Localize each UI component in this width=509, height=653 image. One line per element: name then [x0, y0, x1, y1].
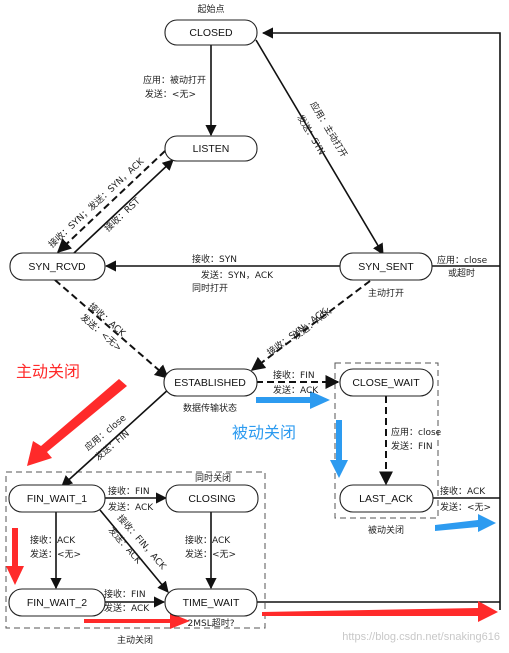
state-syn-sent-label: SYN_SENT — [358, 261, 414, 273]
state-listen: LISTEN — [164, 135, 258, 162]
state-close-wait-label: CLOSE_WAIT — [352, 377, 420, 389]
edge-closed-synsent — [255, 39, 384, 255]
state-syn-rcvd-label: SYN_RCVD — [28, 261, 86, 273]
label-closed-listen-2: 发送：<无> — [145, 88, 196, 100]
label-closewait-lastack-2: 发送：FIN — [391, 440, 433, 452]
highlight-passive-close: 被动关闭 — [232, 423, 296, 442]
label-finwait1-finwait2-2: 发送：<无> — [30, 548, 81, 560]
label-synsent-synrcvd-3: 同时打开 — [192, 282, 228, 294]
label-synrcvd-listen: 接收：RST — [102, 195, 143, 234]
state-close-wait: CLOSE_WAIT — [339, 368, 434, 397]
label-synsent-synrcvd-2: 发送：SYN，ACK — [201, 269, 274, 281]
label-synsent-synrcvd-1: 接收：SYN — [192, 253, 237, 265]
caption-simultaneous-close: 同时关闭 — [195, 472, 231, 484]
label-finwait2-timewait-1: 接收：FIN — [104, 588, 146, 600]
label-closewait-lastack-1: 应用：close — [391, 426, 442, 438]
edge-established-finwait1 — [61, 387, 171, 487]
edge-synsent-established — [250, 280, 371, 371]
state-syn-rcvd: SYN_RCVD — [9, 252, 106, 281]
label-closing-timewait-1: 接收：ACK — [185, 534, 231, 546]
label-finwait2-timewait-2: 发送：ACK — [104, 602, 150, 614]
caption-active-open: 主动打开 — [368, 287, 404, 299]
state-closed-label: CLOSED — [189, 27, 233, 39]
state-fin-wait-1: FIN_WAIT_1 — [8, 484, 106, 513]
label-closed-listen-1: 应用：被动打开 — [143, 74, 206, 86]
state-established: ESTABLISHED — [163, 368, 258, 397]
blue-arrow-closewait-lastack — [330, 420, 348, 478]
caption-data-transfer: 数据传输状态 — [183, 402, 237, 414]
state-listen-label: LISTEN — [193, 143, 230, 155]
state-fin-wait-2: FIN_WAIT_2 — [8, 588, 106, 617]
highlight-active-close: 主动关闭 — [16, 362, 80, 381]
state-last-ack: LAST_ACK — [339, 484, 434, 513]
state-closing: CLOSING — [165, 484, 259, 513]
caption-msl-timeout: 2MSL超时? — [188, 617, 235, 629]
label-closing-timewait-2: 发送：<无> — [185, 548, 236, 560]
edge-finwait1-timewait — [99, 509, 169, 593]
caption-start-point: 起始点 — [197, 3, 224, 15]
blue-highlight-arrows — [256, 391, 496, 532]
red-arrow-active-close — [27, 379, 127, 466]
blue-arrow-closewait — [256, 391, 330, 409]
label-finwait1-finwait2-1: 接收：ACK — [30, 534, 76, 546]
label-lastack-closed-1: 接收：ACK — [440, 485, 486, 497]
edge-synrcvd-established — [54, 279, 170, 379]
state-closed: CLOSED — [164, 19, 258, 46]
red-highlight-arrows — [6, 379, 498, 629]
red-arrow-finwait1-finwait2 — [6, 528, 24, 585]
label-est-closewait-1: 接收：FIN — [273, 369, 315, 381]
edge-synrcvd-listen — [73, 159, 174, 254]
blue-arrow-lastack — [435, 514, 496, 532]
state-fin-wait-2-label: FIN_WAIT_2 — [27, 597, 87, 609]
label-finwait1-closing-2: 发送：ACK — [108, 501, 154, 513]
state-last-ack-label: LAST_ACK — [359, 493, 413, 505]
watermark: https://blog.csdn.net/snaking616 — [342, 631, 500, 643]
state-syn-sent: SYN_SENT — [339, 252, 433, 281]
state-established-label: ESTABLISHED — [174, 377, 246, 389]
caption-passive-close: 被动关闭 — [368, 524, 404, 536]
label-synsent-closed-1: 应用：close — [437, 254, 488, 266]
label-synsent-est-2: 发送：ACK — [291, 305, 335, 342]
label-synsent-closed-2: 或超时 — [448, 267, 475, 279]
edge-return-closed — [261, 27, 501, 610]
passive-close-group-box — [334, 362, 439, 519]
red-arrow-closed — [262, 601, 498, 622]
state-closing-label: CLOSING — [188, 493, 235, 505]
state-fin-wait-1-label: FIN_WAIT_1 — [27, 493, 87, 505]
red-arrow-timewait — [84, 613, 190, 629]
label-finwait1-closing-1: 接收：FIN — [108, 485, 150, 497]
state-time-wait: TIME_WAIT — [164, 588, 258, 617]
edge-listen-synrcvd — [56, 150, 166, 253]
label-est-closewait-2: 发送：ACK — [273, 384, 319, 396]
state-time-wait-label: TIME_WAIT — [183, 597, 240, 609]
label-lastack-closed-2: 发送：<无> — [440, 501, 491, 513]
caption-active-close: 主动关闭 — [117, 634, 153, 646]
active-close-group-box — [5, 471, 266, 629]
